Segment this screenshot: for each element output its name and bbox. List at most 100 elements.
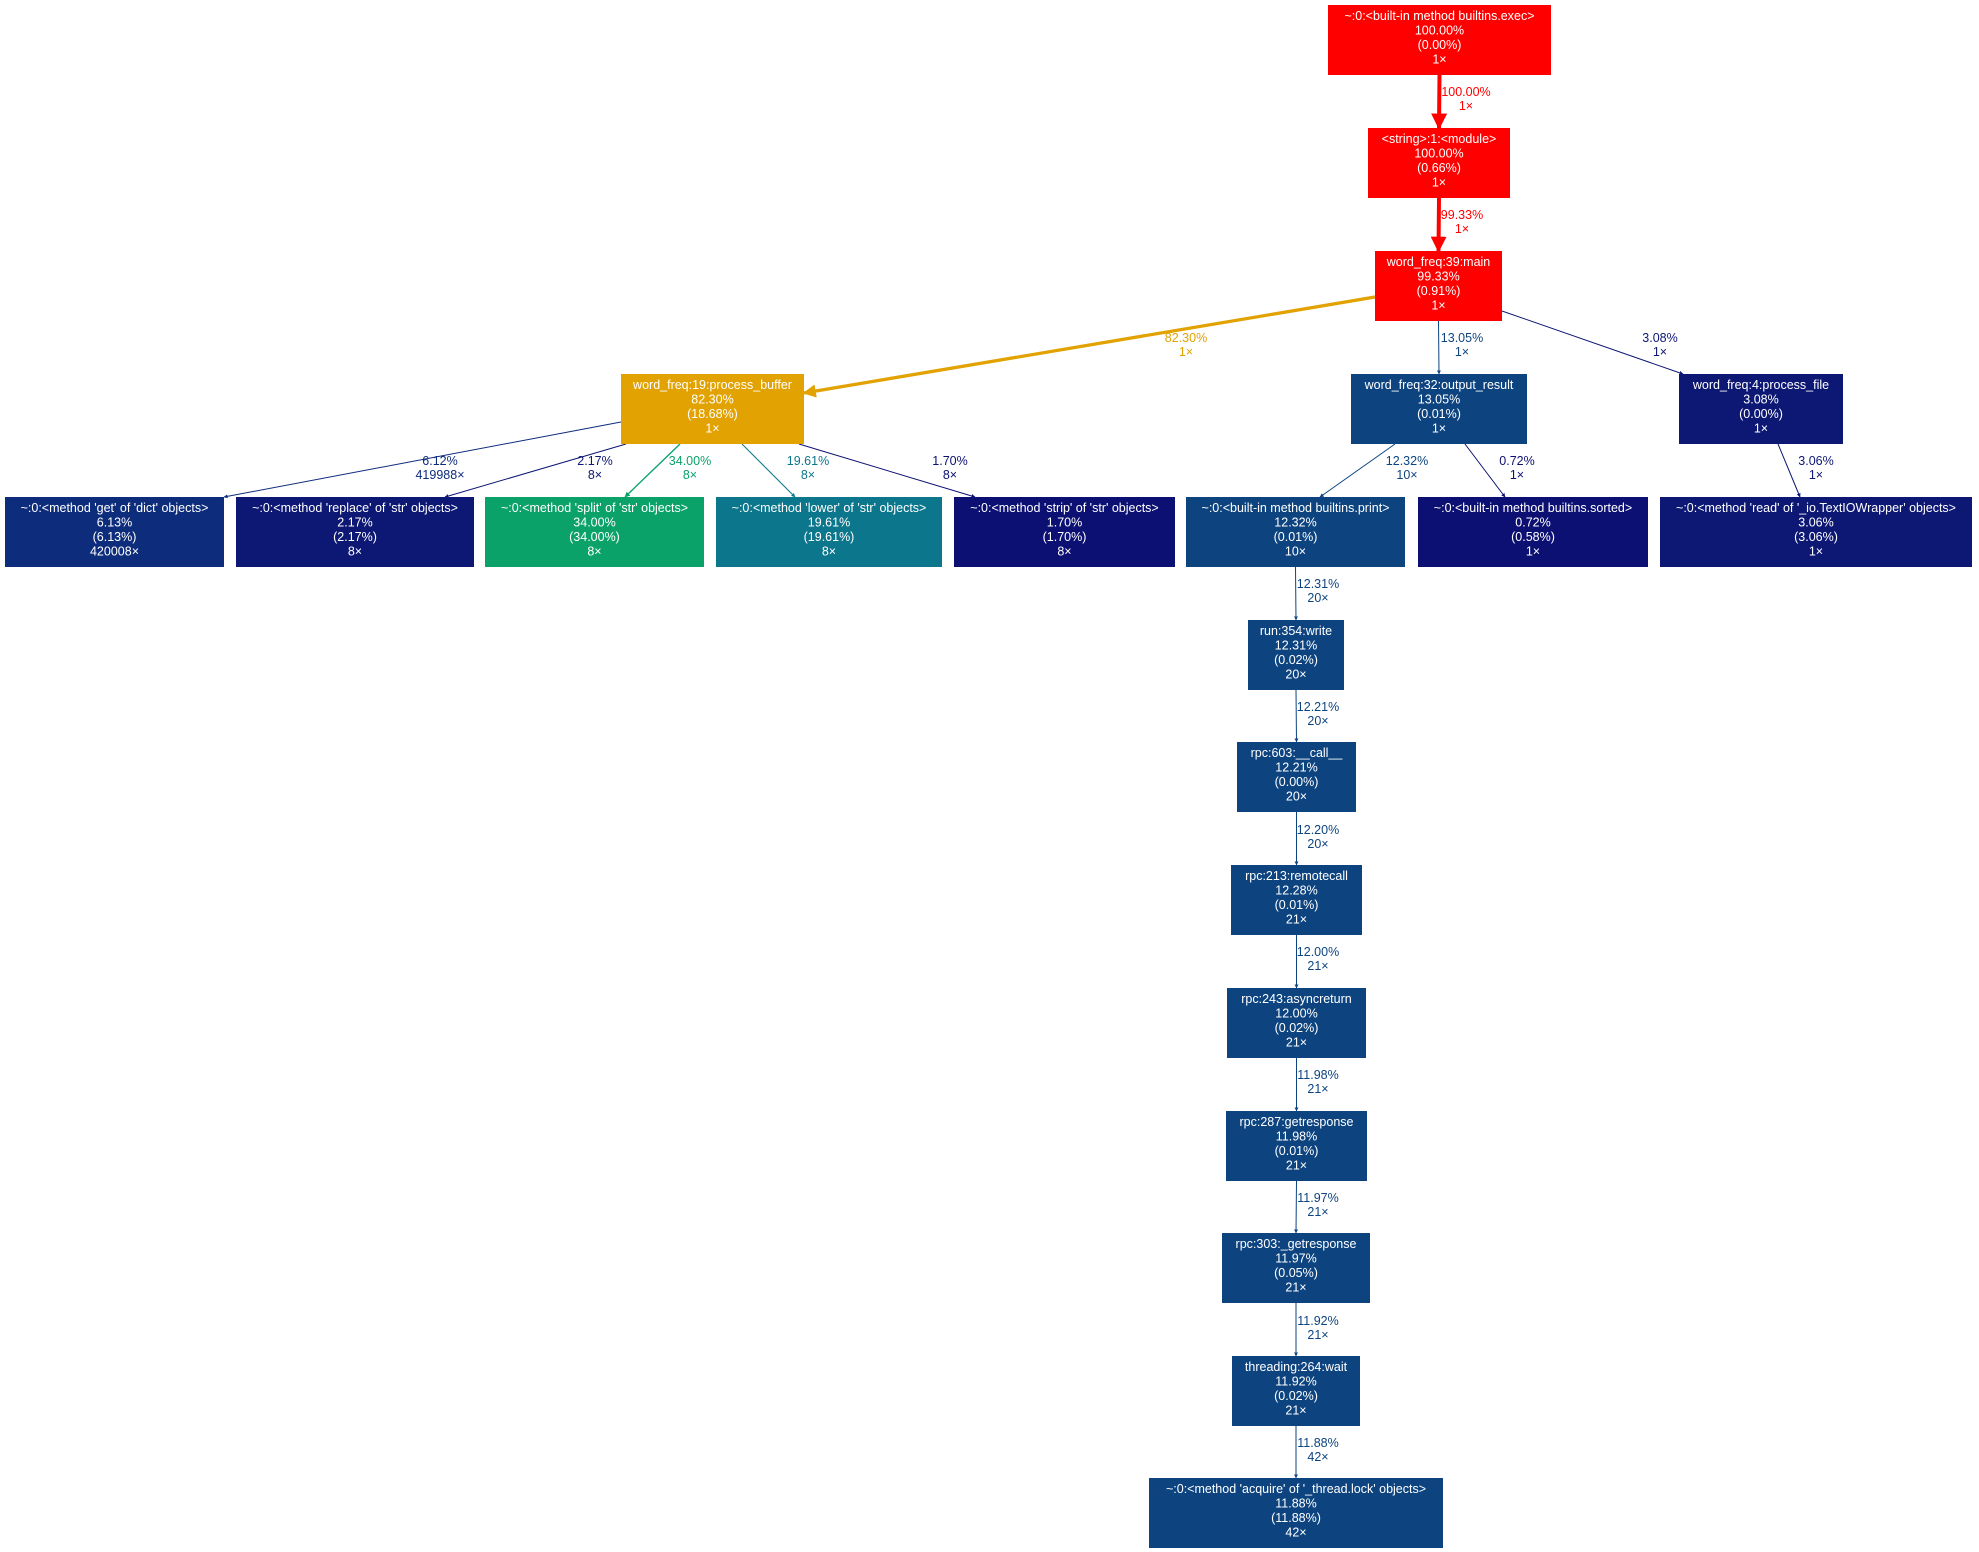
edge-label-percent: 19.61%: [787, 454, 829, 468]
edge-label-percent: 11.92%: [1297, 1314, 1338, 1328]
node-total-percent: 100.00%: [1414, 147, 1463, 161]
node-total-percent: 100.00%: [1415, 24, 1464, 38]
edge-label-percent: 82.30%: [1165, 331, 1207, 345]
edge-print-to-write: [1293, 566, 1298, 621]
node-self-percent: (0.66%): [1417, 161, 1461, 175]
node-call-count: 1×: [1431, 299, 1445, 313]
node-total-percent: 3.08%: [1743, 393, 1778, 407]
node-self-percent: (0.01%): [1275, 898, 1319, 912]
edge-label-calls: 21×: [1307, 1328, 1328, 1342]
node-function-name: ~:0:<built-in method builtins.sorted>: [1434, 501, 1632, 515]
edge-label-percent: 12.21%: [1297, 700, 1339, 714]
node-total-percent: 12.32%: [1274, 516, 1316, 530]
node-function-name: rpc:243:asyncreturn: [1241, 992, 1352, 1006]
node-self-percent: (0.05%): [1274, 1266, 1318, 1280]
node-function-name: threading:264:wait: [1245, 1360, 1348, 1374]
node-function-name: ~:0:<method 'lower' of 'str' objects>: [732, 501, 927, 515]
node-function-name: rpc:213:remotecall: [1245, 869, 1348, 883]
edge-label-percent: 12.31%: [1297, 577, 1339, 591]
node-call-count: 20×: [1286, 790, 1307, 804]
node-self-percent: (2.17%): [333, 530, 377, 544]
node-call-count: 21×: [1286, 913, 1307, 927]
node-call-count: 21×: [1285, 1281, 1306, 1295]
node-rpc_call[interactable]: rpc:603:__call__12.21%(0.00%)20×: [1237, 742, 1356, 812]
node-call-count: 8×: [1057, 545, 1071, 559]
edge-label-calls: 1×: [1459, 99, 1473, 113]
node-dict_get[interactable]: ~:0:<method 'get' of 'dict' objects>6.13…: [5, 497, 224, 567]
edge-label-percent: 12.32%: [1386, 454, 1428, 468]
node-box: [1679, 374, 1843, 444]
edge-label-percent: 100.00%: [1441, 85, 1490, 99]
node-str_split[interactable]: ~:0:<method 'split' of 'str' objects>34.…: [485, 497, 704, 567]
node-function-name: rpc:287:getresponse: [1240, 1115, 1354, 1129]
edge-main-to-process_buffer: [802, 295, 1376, 398]
node-total-percent: 99.33%: [1417, 270, 1459, 284]
edge-label-percent: 1.70%: [932, 454, 967, 468]
edge-label-calls: 10×: [1396, 468, 1417, 482]
node-self-percent: (19.61%): [804, 530, 855, 544]
node-output_result[interactable]: word_freq:32:output_result13.05%(0.01%)1…: [1351, 374, 1527, 444]
node-total-percent: 12.31%: [1275, 639, 1317, 653]
edge-label-percent: 11.98%: [1297, 1068, 1338, 1082]
node-total-percent: 12.00%: [1275, 1007, 1317, 1021]
edge-process_buffer-to-dict_get: [223, 421, 622, 499]
node-module[interactable]: <string>:1:<module>100.00%(0.66%)1×: [1368, 128, 1510, 198]
node-call-count: 1×: [1432, 422, 1446, 436]
node-call-count: 1×: [705, 422, 719, 436]
node-str_strip[interactable]: ~:0:<method 'strip' of 'str' objects>1.7…: [954, 497, 1175, 567]
edge-label-percent: 0.72%: [1499, 454, 1534, 468]
edge-process_buffer-to-str_replace: [444, 443, 627, 498]
node-io_read[interactable]: ~:0:<method 'read' of '_io.TextIOWrapper…: [1660, 497, 1972, 567]
node-sorted[interactable]: ~:0:<built-in method builtins.sorted>0.7…: [1418, 497, 1648, 567]
node-function-name: word_freq:32:output_result: [1364, 378, 1514, 392]
edge-label-calls: 21×: [1307, 1082, 1328, 1096]
node-self-percent: (0.02%): [1275, 1021, 1319, 1035]
node-box: [1368, 128, 1510, 198]
edge-label-percent: 11.88%: [1297, 1436, 1338, 1450]
edge-label-calls: 1×: [1809, 468, 1823, 482]
node-str_lower[interactable]: ~:0:<method 'lower' of 'str' objects>19.…: [716, 497, 942, 567]
edge-label-percent: 13.05%: [1441, 331, 1483, 345]
edge-getresponse-to-_getresponse: [1294, 1180, 1299, 1234]
edge-output_result-to-print: [1319, 443, 1396, 498]
edge-module-to-main: [1430, 197, 1447, 253]
node-process_buffer[interactable]: word_freq:19:process_buffer82.30%(18.68%…: [621, 374, 804, 444]
node-total-percent: 34.00%: [573, 516, 615, 530]
node-box: [1232, 1356, 1360, 1426]
node-self-percent: (11.88%): [1271, 1511, 1321, 1525]
node-str_replace[interactable]: ~:0:<method 'replace' of 'str' objects>2…: [236, 497, 474, 567]
node-total-percent: 12.21%: [1275, 761, 1317, 775]
node-self-percent: (0.00%): [1418, 38, 1462, 52]
edge-label-calls: 21×: [1307, 959, 1328, 973]
node-total-percent: 0.72%: [1515, 516, 1550, 530]
node-box: [1660, 497, 1972, 567]
edge-label-percent: 12.20%: [1297, 823, 1339, 837]
node-exec[interactable]: ~:0:<built-in method builtins.exec>100.0…: [1328, 5, 1551, 75]
node-lock_acquire[interactable]: ~:0:<method 'acquire' of '_thread.lock' …: [1149, 1478, 1443, 1548]
node-box: [1351, 374, 1527, 444]
node-self-percent: (3.06%): [1794, 530, 1838, 544]
node-call-count: 420008×: [90, 545, 139, 559]
node-self-percent: (0.58%): [1511, 530, 1555, 544]
node-function-name: word_freq:19:process_buffer: [632, 378, 792, 392]
node-total-percent: 3.06%: [1798, 516, 1833, 530]
node-box: [1227, 988, 1366, 1058]
node-box: [236, 497, 474, 567]
node-self-percent: (0.02%): [1274, 653, 1318, 667]
edge-process_buffer-to-str_lower: [741, 443, 796, 498]
node-box: [1186, 497, 1405, 567]
edge-process_file-to-io_read: [1777, 443, 1801, 498]
node-self-percent: (0.00%): [1739, 407, 1783, 421]
node-box: [621, 374, 804, 444]
node-function-name: ~:0:<method 'replace' of 'str' objects>: [252, 501, 458, 515]
node-total-percent: 11.98%: [1276, 1130, 1317, 1144]
node-print[interactable]: ~:0:<built-in method builtins.print>12.3…: [1186, 497, 1405, 567]
